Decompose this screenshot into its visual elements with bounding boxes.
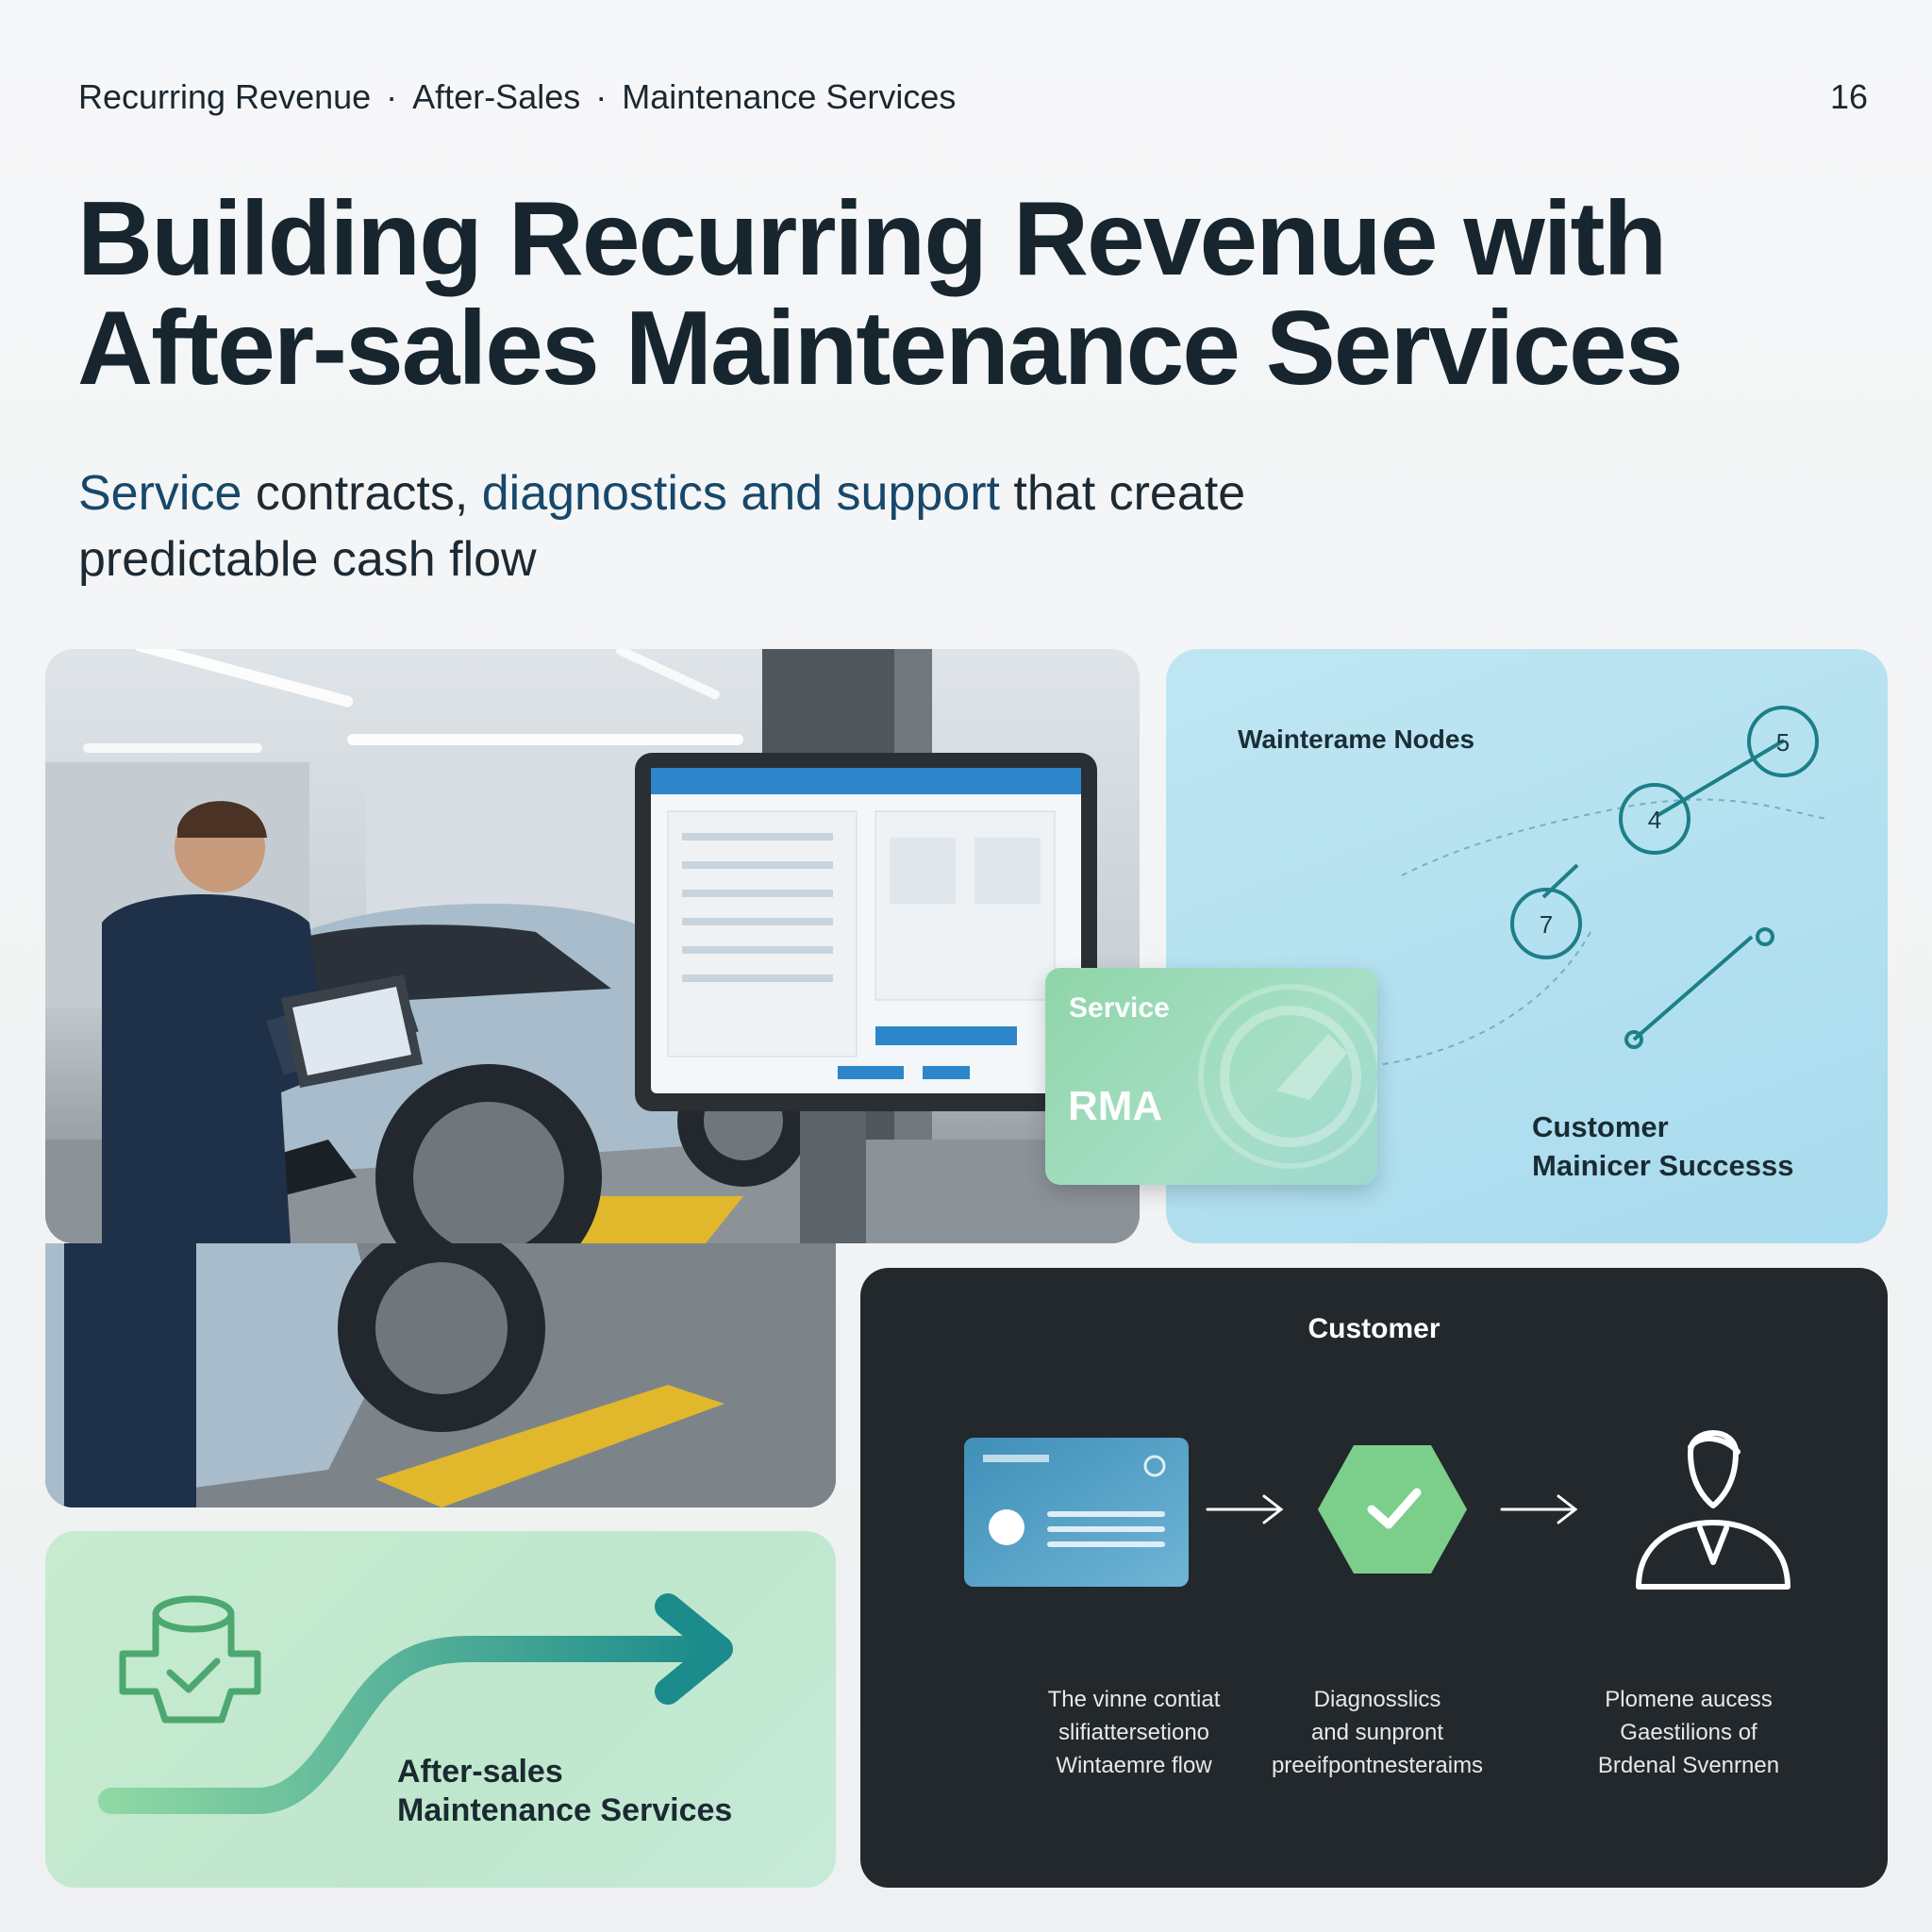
customer-success-label: Customer Mainicer Successs [1532, 1108, 1793, 1185]
workshop-illustration [45, 649, 1140, 1243]
flow-step-1-line-1: The vinne contiat [1047, 1687, 1221, 1712]
customer-flow-panel: Customer The vinne contiat slifiatterset… [860, 1268, 1888, 1888]
breadcrumb-item[interactable]: After-Sales [412, 77, 581, 116]
node-graph: 5 4 7 [1382, 706, 1827, 1065]
service-card-icon [964, 1438, 1189, 1587]
flow-step-2-line-3: preeifpontnesteraims [1271, 1753, 1484, 1778]
page-title: Building Recurring Revenue with After-sa… [77, 184, 1870, 403]
check-badge-icon [119, 1595, 261, 1724]
node-connector [1541, 863, 1579, 899]
dashed-path [1382, 931, 1591, 1065]
node-5[interactable] [1747, 706, 1819, 777]
node-4[interactable] [1619, 783, 1690, 855]
flow-step-3-line-2: Gaestilions of [1620, 1720, 1757, 1745]
breadcrumb-item[interactable]: Maintenance Services [622, 77, 957, 116]
growth-arrow-illustration [98, 1593, 733, 1814]
growth-arrow-icon [98, 1636, 719, 1814]
node-4-label: 4 [1648, 806, 1661, 834]
flow-step-3-line-1: Plomene aucess [1605, 1687, 1773, 1712]
customer-success-line-2: Mainicer Successs [1532, 1149, 1794, 1182]
arrow-right-icon [1500, 1494, 1578, 1524]
node-5-label: 5 [1776, 728, 1790, 757]
flow-step-1-line-2: slifiattersetiono [1058, 1720, 1210, 1745]
subtitle-accent: Service [78, 466, 242, 521]
breadcrumb-separator: · [595, 77, 608, 116]
node-connector [1632, 935, 1754, 1041]
node-7-label: 7 [1540, 910, 1553, 939]
rma-label: RMA [1068, 1083, 1163, 1129]
arrow-head-icon [655, 1593, 733, 1705]
dashed-path [1401, 798, 1827, 876]
workshop-floor-illustration [45, 1243, 836, 1507]
workshop-photo-lower [45, 1243, 836, 1507]
title-line-2: After-sales Maintenance Services [77, 290, 1684, 407]
flow-step-3-line-3: Brdenal Svenrnen [1597, 1753, 1780, 1778]
subtitle-text: contracts, [242, 466, 482, 521]
after-sales-line-1: After-sales [397, 1754, 563, 1790]
subtitle-text: that create predictable cash flow [78, 466, 1246, 587]
breadcrumb-separator: · [386, 77, 398, 116]
nodes-label: Wainterame Nodes [1238, 724, 1475, 754]
user-icon [1636, 1430, 1790, 1590]
flow-step-2-line-1: Diagnosslics [1313, 1687, 1441, 1712]
subtitle-accent: diagnostics and support [481, 466, 1000, 521]
gear-icon [1198, 984, 1377, 1169]
customer-flow-diagram [964, 1430, 1790, 1590]
breadcrumb-item[interactable]: Recurring Revenue [78, 77, 372, 116]
after-sales-line-2: Maintenance Services [397, 1792, 733, 1828]
workshop-photo [45, 649, 1140, 1243]
service-label: Service [1069, 992, 1170, 1024]
node-connector [1655, 739, 1786, 818]
flow-step-1-label: The vinne contiat slifiattersetiono Wint… [992, 1683, 1275, 1782]
title-line-1: Building Recurring Revenue with [77, 180, 1667, 297]
flow-step-2-line-2: and sunpront [1310, 1720, 1444, 1745]
arrow-right-icon [1206, 1494, 1284, 1524]
service-rma-card[interactable]: Service RMA [1045, 968, 1377, 1185]
flow-step-1-line-3: Wintaemre flow [1056, 1753, 1212, 1778]
page-subtitle: Service contracts, diagnostics and suppo… [78, 460, 1305, 592]
after-sales-panel: After-sales Maintenance Services [45, 1531, 836, 1888]
flow-step-3-label: Plomene aucess Gaestilions of Brdenal Sv… [1547, 1683, 1830, 1782]
breadcrumb: Recurring Revenue · After-Sales · Maintenanc… [78, 77, 956, 117]
page-number: 16 [1829, 77, 1868, 116]
node-7[interactable] [1510, 888, 1582, 959]
node-dot [1624, 1030, 1643, 1049]
flow-step-2-label: Diagnosslics and sunpront preeifpontnest… [1236, 1683, 1519, 1782]
node-dot [1756, 927, 1774, 946]
check-hexagon-icon [1318, 1445, 1467, 1574]
customer-success-line-1: Customer [1532, 1110, 1669, 1143]
customer-flow-title: Customer [1307, 1313, 1441, 1344]
after-sales-label: After-sales Maintenance Services [397, 1753, 732, 1830]
